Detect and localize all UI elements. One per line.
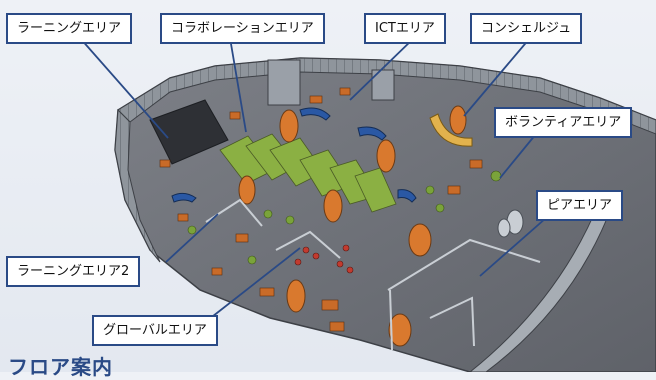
floor-map: ラーニングエリア コラボレーションエリア ICTエリア コンシェルジュ ボランテ… xyxy=(6,13,656,379)
furniture-green xyxy=(187,170,502,265)
table-rows xyxy=(219,133,397,213)
blue-sofas xyxy=(171,107,417,203)
label-concierge: コンシェルジュ xyxy=(470,13,583,44)
label-collaboration-area: コラボレーションエリア xyxy=(160,13,325,44)
label-volunteer-area: ボランティアエリア xyxy=(494,107,633,138)
callout-lines xyxy=(79,37,547,321)
label-ict-area: ICTエリア xyxy=(364,13,446,44)
machinery xyxy=(497,209,524,238)
label-peer-area: ピアエリア xyxy=(536,190,624,221)
dark-room xyxy=(149,99,229,165)
label-learning-area-2: ラーニングエリア2 xyxy=(6,256,141,287)
partitions xyxy=(205,198,541,351)
glass-wall xyxy=(117,57,656,135)
label-global-area: グローバルエリア xyxy=(92,315,218,346)
furniture-red xyxy=(294,244,354,274)
pillars xyxy=(238,105,467,347)
concierge-counter xyxy=(429,113,473,147)
tower xyxy=(371,69,395,101)
tower xyxy=(267,59,301,106)
label-learning-area: ラーニングエリア xyxy=(6,13,133,44)
furniture xyxy=(159,87,483,332)
page-title: フロア案内 xyxy=(8,355,113,379)
glass-wall-left xyxy=(114,108,161,263)
